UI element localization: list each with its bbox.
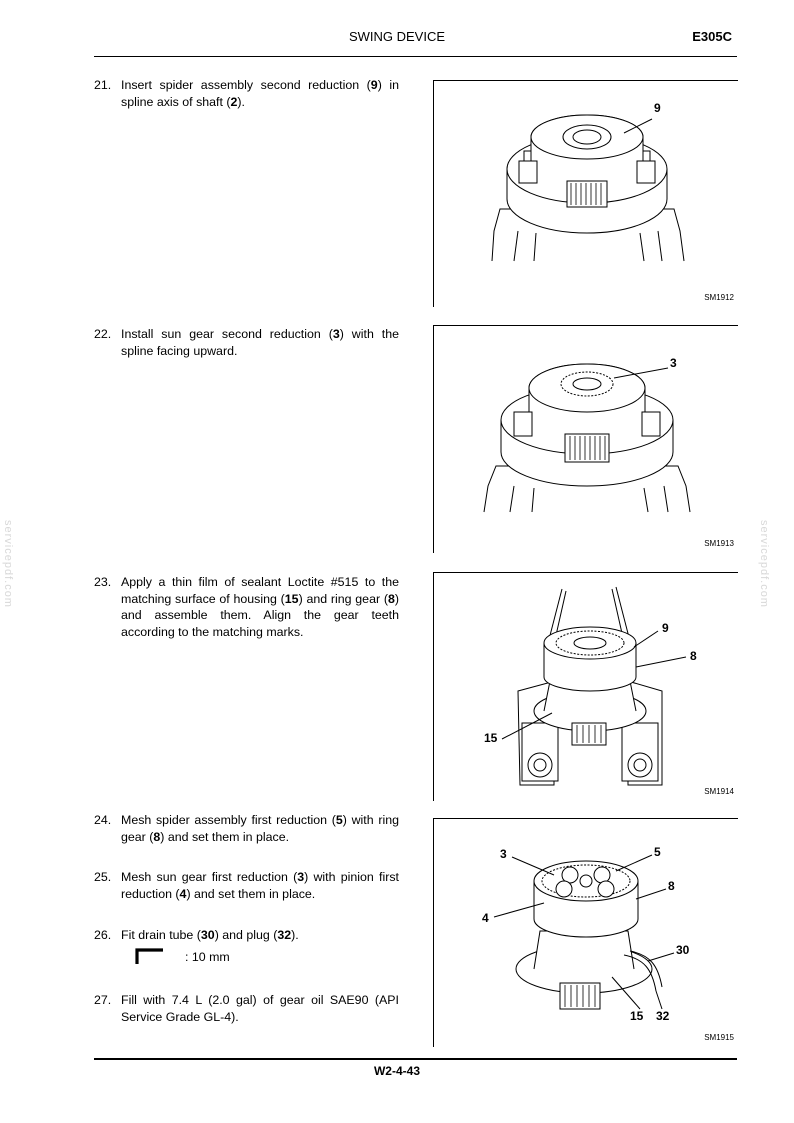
step-27: 27. Fill with 7.4 L (2.0 gal) of gear oi… xyxy=(94,992,399,1025)
callout-label: 3 xyxy=(670,356,677,370)
step-text: Mesh sun gear first reduction (3) with p… xyxy=(121,870,399,901)
callout-label: 15 xyxy=(630,1009,644,1023)
step-number: 25. xyxy=(94,870,112,884)
footer-rule xyxy=(94,1058,737,1060)
callout-label: 3 xyxy=(500,847,507,861)
callout-label: 15 xyxy=(484,731,498,745)
step-number: 23. xyxy=(94,575,112,589)
figure-sm1915: 3 5 8 4 30 15 32 SM1915 xyxy=(433,818,738,1047)
callout-label: 9 xyxy=(654,101,661,115)
watermark-left: servicepdf.com xyxy=(2,520,14,608)
header-rule xyxy=(94,56,737,57)
step-number: 21. xyxy=(94,78,112,92)
step-number: 22. xyxy=(94,327,112,341)
figure-code: SM1915 xyxy=(704,1033,734,1042)
step-text: Install sun gear second reduction (3) wi… xyxy=(121,327,399,358)
sun-gear-illustration xyxy=(483,363,691,513)
step-text: Insert spider assembly second reduction … xyxy=(121,78,399,109)
step-number: 26. xyxy=(94,928,112,942)
spider-assembly-illustration xyxy=(491,114,685,262)
torque-value: : 10 mm xyxy=(185,950,230,964)
step-text: Fill with 7.4 L (2.0 gal) of gear oil SA… xyxy=(121,993,399,1024)
step-text: Apply a thin film of sealant Loctite #51… xyxy=(121,575,400,639)
callout-label: 30 xyxy=(676,943,690,957)
hex-wrench-icon xyxy=(135,948,163,964)
step-22: 22. Install sun gear second reduction (3… xyxy=(94,326,399,359)
figure-code: SM1914 xyxy=(704,787,734,796)
figure-code: SM1912 xyxy=(704,293,734,302)
step-21: 21. Insert spider assembly second reduct… xyxy=(94,77,399,110)
page-number: W2-4-43 xyxy=(373,1064,420,1078)
figure-sm1912: 9 SM1912 xyxy=(433,80,738,307)
callout-label: 8 xyxy=(690,649,697,663)
callout-label: 9 xyxy=(662,621,669,635)
figure-sm1913: 3 SM1913 xyxy=(433,325,738,553)
callout-label: 4 xyxy=(482,911,489,925)
step-25: 25. Mesh sun gear first reduction (3) wi… xyxy=(94,869,399,902)
first-reduction-assembly-illustration xyxy=(493,854,675,1010)
callout-label: 5 xyxy=(654,845,661,859)
step-text: Mesh spider assembly first reduction (5)… xyxy=(121,813,399,844)
step-number: 27. xyxy=(94,993,112,1007)
callout-label: 32 xyxy=(656,1009,670,1023)
figure-code: SM1913 xyxy=(704,539,734,548)
ring-gear-housing-illustration xyxy=(501,586,687,786)
step-24: 24. Mesh spider assembly first reduction… xyxy=(94,812,399,845)
callout-label: 8 xyxy=(668,879,675,893)
watermark-right: servicepdf.com xyxy=(758,520,770,608)
model-code: E305C xyxy=(692,29,732,44)
step-26: 26. Fit drain tube (30) and plug (32). xyxy=(94,927,399,944)
step-number: 24. xyxy=(94,813,112,827)
section-title: SWING DEVICE xyxy=(348,29,446,44)
step-23: 23. Apply a thin film of sealant Loctite… xyxy=(94,574,399,640)
step-text: Fit drain tube (30) and plug (32). xyxy=(121,928,299,942)
figure-sm1914: 9 8 15 SM1914 xyxy=(433,572,738,801)
